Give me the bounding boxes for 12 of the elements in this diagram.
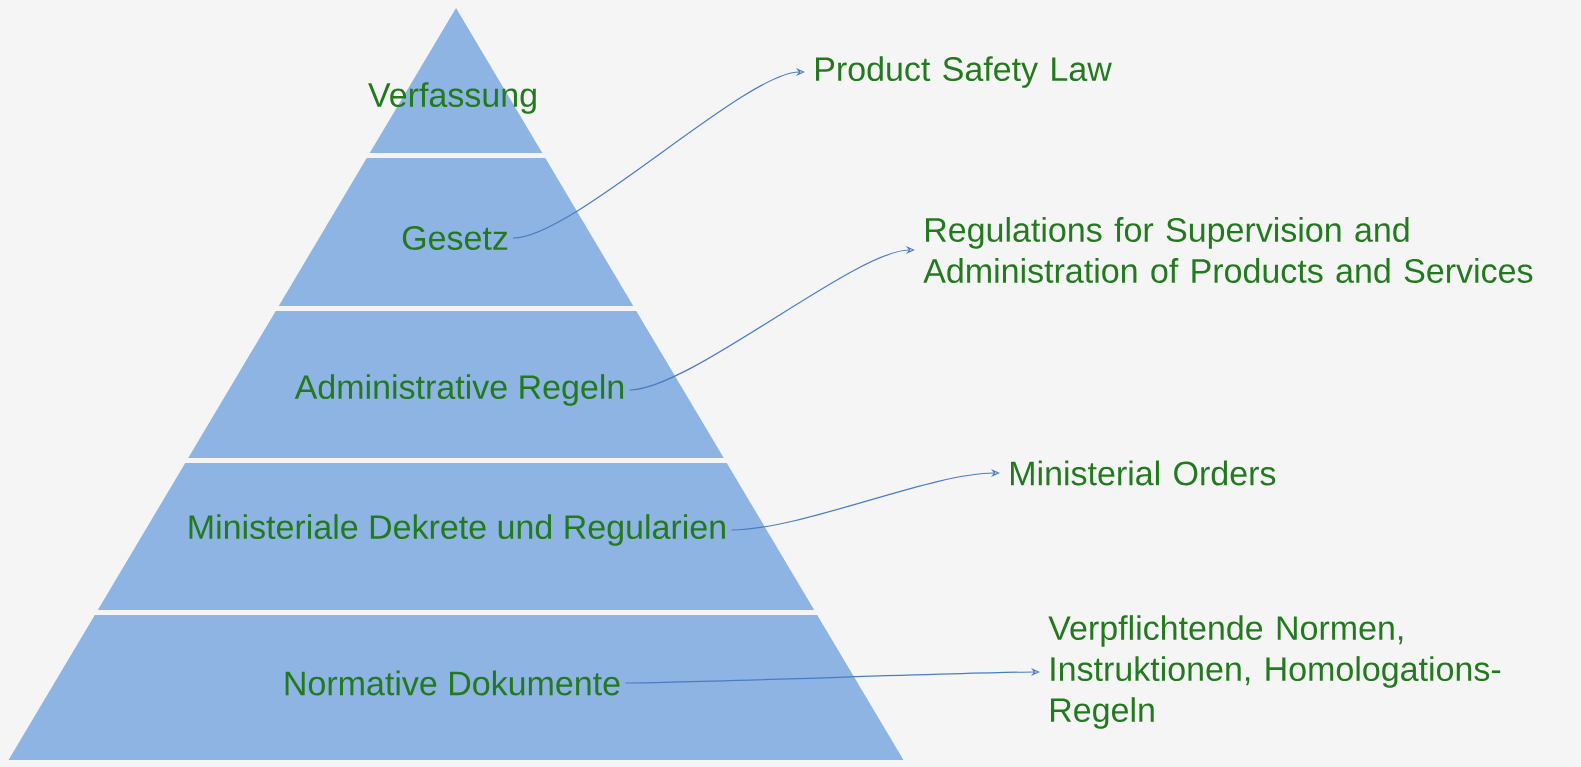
pyramid-level: Gesetz [278, 158, 634, 306]
text-label: Product Safety Law [816, 56, 1112, 88]
curved-arrow [512, 67, 805, 239]
curved-arrow [628, 245, 915, 391]
text-label: Ministerial Orders [1011, 460, 1276, 486]
text-label: Regulations for Supervision and Administration of Products and Services [923, 217, 1533, 283]
curved-arrow [624, 667, 1040, 684]
curved-arrow [730, 468, 1000, 531]
text-label: Verpflichtende Normen, Instruktionen, Homologations-Regeln [1048, 615, 1501, 729]
pyramid-level: Administrative Regeln [188, 311, 724, 458]
pyramid-level: Ministeriale Dekrete und Regularien [97, 463, 815, 610]
pyramid-level: Verfassung [368, 8, 543, 153]
